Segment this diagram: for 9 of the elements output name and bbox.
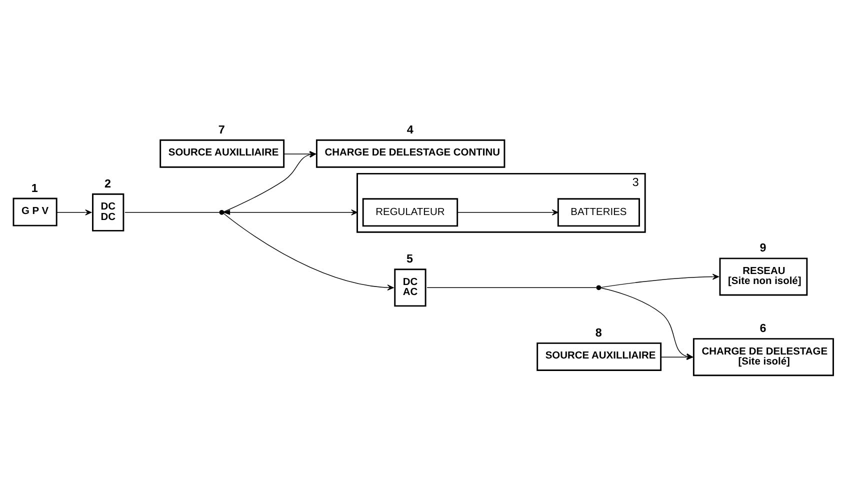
node-label: 5 xyxy=(406,252,414,266)
node-label: 4 xyxy=(406,122,414,136)
node-label: 8 xyxy=(595,326,602,339)
node-label: 2 xyxy=(104,176,111,190)
node-label: 9 xyxy=(760,241,766,254)
node-label: 6 xyxy=(760,322,766,335)
node-label: 1 xyxy=(31,181,38,194)
node-label: 3 xyxy=(632,175,639,188)
node-label: 7 xyxy=(218,122,225,136)
